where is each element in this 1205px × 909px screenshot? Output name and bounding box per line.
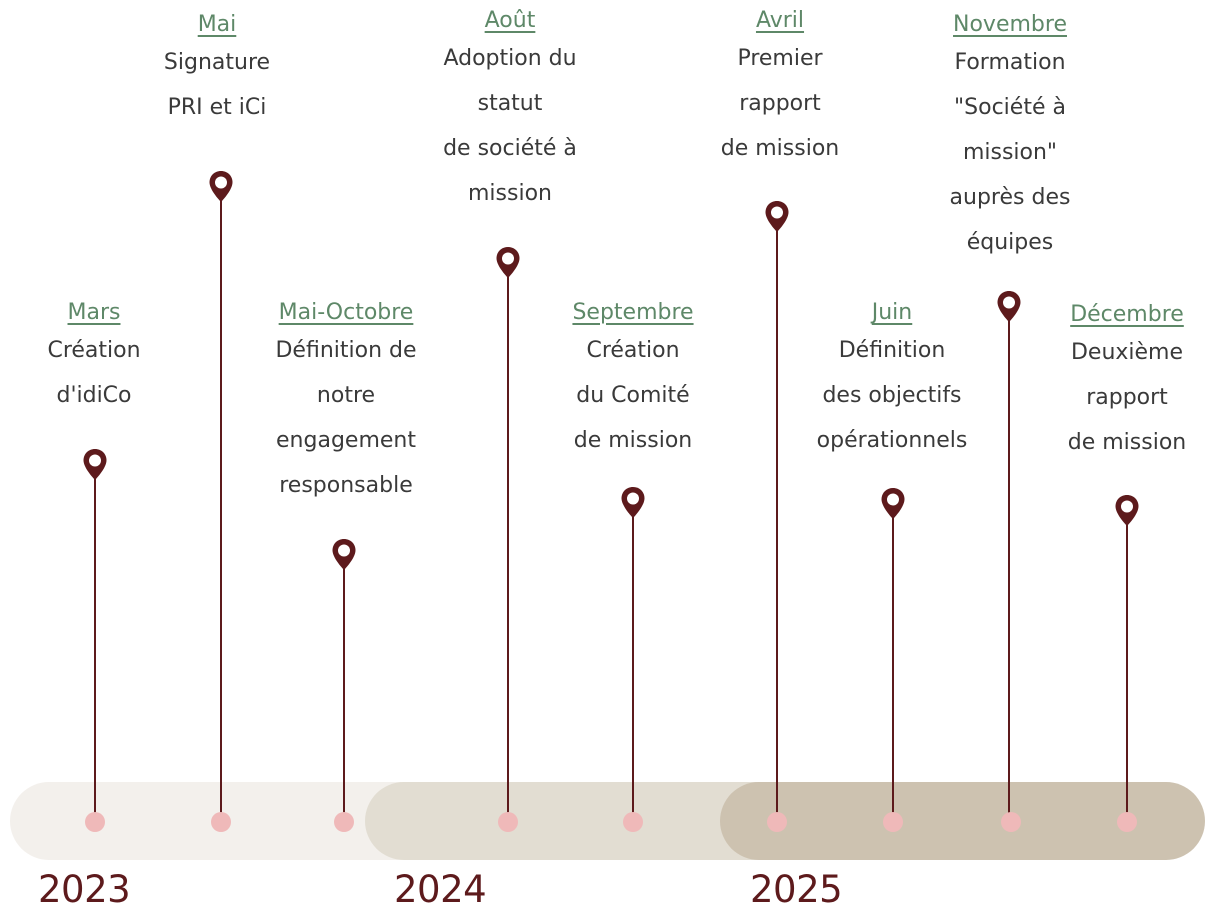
event-dot [1117, 812, 1137, 832]
map-pin-icon [82, 448, 108, 482]
event-label: Août Adoption du statut de société à mis… [410, 6, 610, 216]
event-month: Mars [67, 300, 121, 325]
event-label: Novembre Formation "Société à mission" a… [910, 10, 1110, 265]
event-month: Mai [197, 12, 237, 37]
event-description: Définition de notre engagement responsab… [275, 338, 417, 498]
event-dot [1001, 812, 1021, 832]
event-stem [507, 275, 509, 822]
event-dot [883, 812, 903, 832]
event-label: Septembre Création du Comité de mission [533, 298, 733, 463]
event-dot [211, 812, 231, 832]
event-dot [85, 812, 105, 832]
event-label: Avril Premier rapport de mission [680, 6, 880, 171]
map-pin-icon [620, 486, 646, 520]
event-label: Mars Création d'idiCo [0, 298, 194, 418]
event-label: Juin Définition des objectifs opérationn… [792, 298, 992, 463]
event-description: Premier rapport de mission [720, 46, 840, 161]
event-month: Août [484, 8, 536, 33]
event-dot [623, 812, 643, 832]
event-stem [1126, 523, 1128, 822]
event-stem [1008, 319, 1010, 822]
event-label: Mai-Octobre Définition de notre engageme… [246, 298, 446, 508]
event-month: Novembre [953, 12, 1067, 37]
event-stem [776, 229, 778, 822]
event-dot [767, 812, 787, 832]
event-stem [220, 199, 222, 822]
event-label: Mai Signature PRI et iCi [117, 10, 317, 130]
event-stem [94, 476, 96, 822]
map-pin-icon [208, 170, 234, 204]
event-stem [632, 514, 634, 822]
event-description: Deuxième rapport de mission [1067, 340, 1187, 455]
map-pin-icon [880, 487, 906, 521]
map-pin-icon [331, 538, 357, 572]
map-pin-icon [996, 290, 1022, 324]
event-month: Mai-Octobre [278, 300, 414, 325]
year-label-2023: 2023 [38, 868, 131, 909]
event-stem [892, 515, 894, 822]
event-description: Création du Comité de mission [573, 338, 693, 453]
map-pin-icon [1114, 494, 1140, 528]
event-dot [498, 812, 518, 832]
map-pin-icon [495, 246, 521, 280]
event-description: Définition des objectifs opérationnels [816, 338, 968, 453]
year-label-2025: 2025 [750, 868, 843, 909]
event-dot [334, 812, 354, 832]
event-month: Septembre [572, 300, 694, 325]
event-month: Décembre [1070, 302, 1184, 327]
event-description: Signature PRI et iCi [163, 50, 271, 120]
event-description: Adoption du statut de société à mission [443, 46, 577, 206]
event-month: Juin [871, 300, 913, 325]
event-month: Avril [755, 8, 805, 33]
map-pin-icon [764, 200, 790, 234]
event-description: Création d'idiCo [47, 338, 141, 408]
year-label-2024: 2024 [394, 868, 487, 909]
event-stem [343, 566, 345, 822]
event-label: Décembre Deuxième rapport de mission [1027, 300, 1205, 465]
event-description: Formation "Société à mission" auprès des… [949, 50, 1071, 255]
